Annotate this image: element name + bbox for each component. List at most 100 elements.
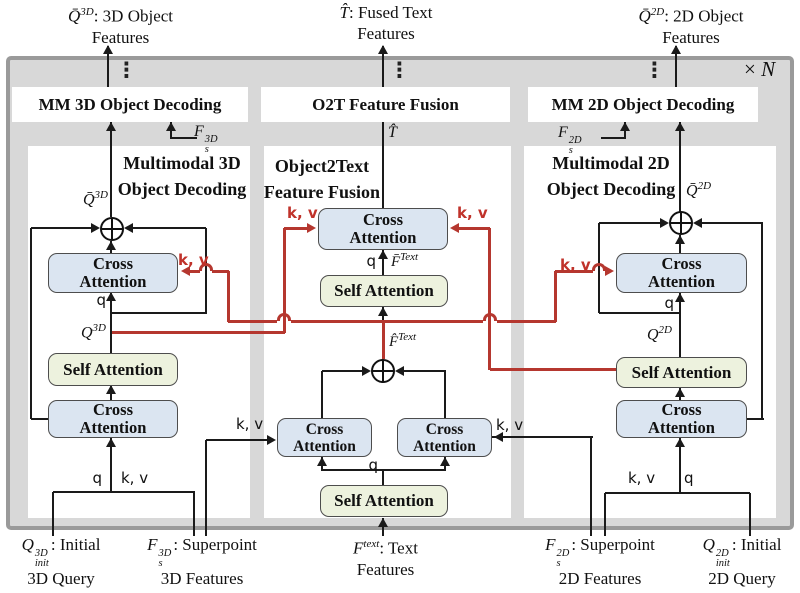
title-line: Object2Text [274,156,370,176]
connector-line [679,235,681,253]
title-object2text-fusion: Object2Text Feature Fusion [260,153,384,205]
cross-attention-text-3d: Cross Attention [277,418,372,457]
connector-line [404,370,446,372]
box-o2t-label: O2T Feature Fusion [312,94,459,114]
port-q-o2t: q [366,252,376,270]
add-operator-icon [371,359,395,383]
cross-attention-label: Cross Attention [349,210,417,247]
math-sub: s [158,557,163,569]
cross-attention-label: Cross Attention [648,254,715,291]
vertical-ellipsis-icon: ⋮ [116,58,137,82]
add-operator-icon [100,217,124,241]
arrowhead [106,122,116,131]
port-kv-text-2d: k, v [496,416,524,434]
arrowhead [450,223,459,233]
connector-line [679,122,681,212]
label-q3d: Q3D [62,322,106,342]
crossover-hop [199,263,213,271]
cross-attention-text-2d: Cross Attention [397,418,492,457]
label-text: 3D Query [27,569,95,588]
math-symbol: Q [21,535,34,554]
math-symbol: T̂ [339,3,349,22]
arrowhead [675,388,685,397]
port-q-3d-input: q [92,469,102,487]
connector-line [133,227,206,229]
title-multimodal-2d-decoding: Multimodal 2D Object Decoding [544,150,678,202]
self-attention-label: Self Attention [334,491,434,510]
connector-line [206,439,268,441]
box-mm-3d-object-decoding: MM 3D Object Decoding [12,87,248,122]
arrowhead [378,45,388,54]
arrowhead [124,223,133,233]
connector-line [282,228,286,333]
math-sub: init [34,557,49,569]
connector-line [599,312,681,314]
arrowhead [395,366,404,376]
arrowhead [660,218,669,228]
cross-attention-label: Cross Attention [79,400,147,437]
title-line: Multimodal 3D [123,153,241,173]
math-symbol: Q̄ [82,191,95,209]
cross-attention-label: Cross Attention [293,420,356,455]
port-kv-2d-upper: k, v [560,256,591,274]
math-symbol: Q [80,324,93,342]
title-line: Object Decoding [546,179,676,199]
arrowhead [378,250,388,259]
math-sup: 2D [697,180,712,192]
connector-line [382,122,384,208]
title-line: Multimodal 2D [552,153,670,173]
connector-line [553,271,557,322]
arrowhead [106,241,116,250]
connector-line [490,367,616,371]
label-text: : Text [379,538,418,558]
connector-line [382,250,384,275]
panel-multimodal-2d-decoding [524,146,776,518]
math-sub: init [715,557,730,569]
label-q2d: Q2D [628,324,672,344]
title-line: Feature Fusion [263,182,381,202]
connector-line [112,330,285,334]
n-symbol: N [761,57,776,81]
math-sup: 2D [568,135,582,146]
self-attention-label: Self Attention [631,362,732,382]
plus-horizontal [102,228,122,230]
port-q-2d-input: q [684,469,694,487]
math-symbol: F̄ [391,254,401,270]
connector-line [749,493,751,536]
arrowhead [378,518,388,527]
label-3d-object-features: Q̄3D: 3D Object Features [28,2,213,48]
arrowhead [267,435,276,445]
connector-line [487,228,491,370]
add-operator-icon [669,211,693,235]
arrowhead [103,45,113,54]
math-sup: 3D [80,6,94,18]
connector-line [702,222,763,224]
cross-attention-label: Cross Attention [413,420,476,455]
arrowhead [166,122,176,131]
connector-line [321,371,323,419]
connector-line [205,228,207,314]
connector-line [53,491,195,493]
port-kv-3d-upper: k, v [178,251,209,269]
connector-line [382,470,384,485]
arrowhead [675,438,685,447]
connector-line [193,492,195,536]
connector-line [382,46,384,87]
label-text: Features [91,27,150,47]
connector-line [226,271,230,322]
cross-attention-label: Cross Attention [79,254,147,291]
self-attention-text-lower: Self Attention [320,485,448,517]
crossover-hop [277,313,291,321]
connector-line [497,319,556,323]
label-that: T̂ [388,124,397,141]
label-2d-object-features: Q̄2D: 2D Object Features [598,2,784,48]
port-kv-2d-input: k, v [628,469,656,487]
connector-line [675,46,677,87]
label-text: 2D Query [708,569,776,588]
connector-line [171,137,197,139]
